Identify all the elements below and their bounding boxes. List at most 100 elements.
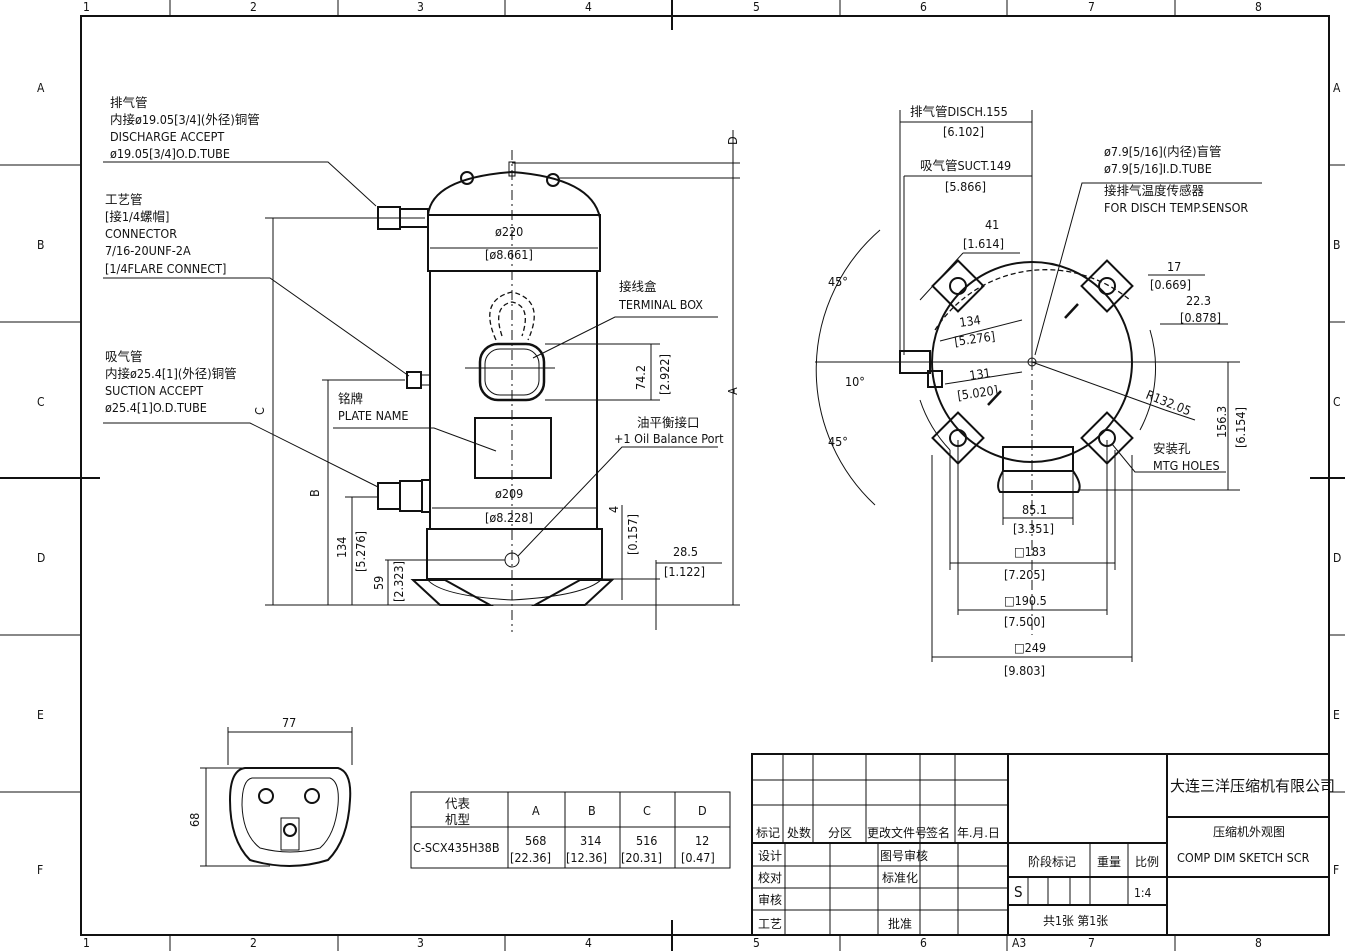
top-view-sq183-in: [7.205] (1004, 567, 1045, 582)
side-view-connector-cn1: 工艺管 (105, 192, 143, 207)
border-columns-6: 7 (1088, 0, 1095, 14)
foot-detail-view: 77 68 (187, 715, 353, 867)
title-block-roles-3: 工艺 (758, 917, 782, 931)
top-view-suct: 吸气管SUCT.149 (920, 158, 1011, 173)
border-rows-4: E (1333, 708, 1340, 722)
top-view-d131: 131 (968, 365, 991, 383)
top-view-tube-en: ø7.9[5/16]I.D.TUBE (1104, 161, 1212, 176)
top-view-a45b: 45° (828, 434, 848, 449)
border-rows-1: B (1333, 238, 1340, 252)
title-block-roles-2: 审核 (758, 892, 782, 907)
model-table-values-in-2: [20.31] (621, 850, 662, 865)
title-block-stage-value: S (1014, 883, 1023, 901)
top-view-mtg-en: MTG HOLES (1153, 458, 1220, 473)
top-view-sq249: □249 (1014, 640, 1046, 655)
border-columns-3: 4 (585, 0, 592, 14)
top-view-h156: 156.3 (1214, 406, 1229, 438)
side-view-dims-f28: 28.5 (673, 544, 698, 559)
model-table-header-model-1: 代表 (445, 796, 471, 811)
model-table-values-0: 568 (525, 833, 546, 848)
row-markers: ABC DEF ABC DEF (37, 81, 1341, 877)
border-rows-3: D (37, 551, 45, 565)
top-view-disch: 排气管DISCH.155 (910, 104, 1008, 119)
top-view-a10: 10° (845, 374, 865, 389)
side-view-dims-h134: 134 (334, 537, 349, 558)
border-columns-2: 3 (417, 936, 424, 950)
title-block-drawing-cn: 压缩机外观图 (1213, 824, 1285, 839)
model-table-cols-2: C (643, 803, 651, 818)
top-view-sq190: □190.5 (1004, 593, 1047, 608)
side-view-dims-tb: 74.2 (633, 365, 648, 390)
top-view-d17-in: [0.669] (1150, 277, 1191, 292)
top-view-w85: 85.1 (1022, 502, 1047, 517)
foot-height: 68 (187, 813, 202, 827)
border-rows-0: A (37, 81, 45, 95)
top-view-labels: 排气管DISCH.155 [6.102] 吸气管SUCT.149 [5.866]… (828, 104, 1248, 678)
top-view-sensor-cn: 接排气温度传感器 (1104, 183, 1205, 198)
side-view-dims-d220: ø220 (495, 224, 523, 239)
drawing-frame (80, 15, 1330, 936)
side-view-dims-h4: 4 (606, 506, 621, 513)
side-view-dims-h59-in: [2.323] (391, 561, 406, 602)
top-view-disch-in: [6.102] (943, 124, 984, 139)
border-columns-6: 7 (1088, 936, 1095, 950)
title-block-sheets: 共1张 第1张 (1043, 914, 1108, 928)
top-view-r132: R132.05 (1144, 387, 1193, 419)
border-columns-7: 8 (1255, 0, 1262, 14)
model-table-values-3: 12 (695, 833, 709, 848)
top-view-suct-in: [5.866] (945, 179, 986, 194)
model-dimension-table: 代表 机型 A B C D C-SCX435H38B 568 [22.36] 3… (410, 791, 731, 869)
side-view-dims-h59: 59 (371, 576, 386, 590)
top-view-d17: 17 (1167, 259, 1181, 274)
top-view-d22-in: [0.878] (1180, 310, 1221, 325)
top-view-sq190-in: [7.500] (1004, 614, 1045, 629)
side-view-dims-d209-in: [ø8.228] (485, 510, 533, 525)
side-view-connector-cn2: [接1/4螺帽] (105, 209, 169, 224)
title-block-roles2-1: 标准化 (882, 871, 918, 885)
side-view-discharge-cn2: 内接ø19.05[3/4](外径)铜管 (110, 112, 260, 127)
top-view-sensor-en: FOR DISCH TEMP.SENSOR (1104, 200, 1248, 215)
border-columns-0: 1 (83, 936, 90, 950)
side-view-suction-cn1: 吸气管 (105, 349, 143, 364)
side-view-oil-en: +1 Oil Balance Port (614, 431, 724, 446)
side-view-connector-en1: CONNECTOR (105, 226, 177, 241)
top-view-dims (899, 110, 1262, 662)
title-block: 标记 处数 分区 更改文件号 签名 年.月.日 设计 校对 审核 工艺 图号审核… (751, 753, 1335, 936)
border-sheet-size: A3 (1012, 936, 1026, 950)
side-view-suction-cn2: 内接ø25.4[1](外径)铜管 (105, 366, 237, 381)
title-block-rev-headers-5: 年.月.日 (957, 826, 1000, 840)
model-name: C-SCX435H38B (413, 840, 500, 855)
top-view-d22: 22.3 (1186, 293, 1211, 308)
side-view-suction-en1: SUCTION ACCEPT (105, 383, 203, 398)
border-rows-4: E (37, 708, 44, 722)
title-block-rev-headers-2: 分区 (828, 826, 852, 840)
title-block-scale-value: 1:4 (1134, 886, 1152, 900)
border-columns-1: 2 (250, 936, 257, 950)
border-rows-1: B (37, 238, 44, 252)
model-table-values-in-1: [12.36] (566, 850, 607, 865)
side-view-dims-h134-in: [5.276] (353, 531, 368, 572)
model-table-values-in-3: [0.47] (681, 850, 715, 865)
side-view-dims-tb-in: [2.922] (657, 354, 672, 395)
side-view-terminal-en: TERMINAL BOX (618, 297, 703, 312)
border-rows-3: D (1333, 551, 1341, 565)
foot-width: 77 (282, 715, 296, 730)
side-view-dims-d209: ø209 (495, 486, 523, 501)
model-table-values-2: 516 (636, 833, 657, 848)
border-rows-2: C (1333, 395, 1341, 409)
border-rows-2: C (37, 395, 45, 409)
border-columns-5: 6 (920, 936, 927, 950)
border-columns-0: 1 (83, 0, 90, 14)
title-block-rev-headers-3: 更改文件号 (867, 825, 927, 840)
border-rows-5: F (1333, 863, 1339, 877)
top-view-a45a: 45° (828, 274, 848, 289)
top-view-w85-in: [3.351] (1013, 521, 1054, 536)
side-view-plate-cn: 铭牌 (338, 391, 363, 406)
side-view-plate-en: PLATE NAME (338, 408, 409, 423)
top-view-sq183: □183 (1014, 544, 1046, 559)
top-view-d41-in: [1.614] (963, 236, 1004, 251)
model-table-cols-3: D (698, 803, 707, 818)
model-table-values-in-0: [22.36] (510, 850, 551, 865)
top-view-d131-in: [5.020] (956, 382, 999, 403)
